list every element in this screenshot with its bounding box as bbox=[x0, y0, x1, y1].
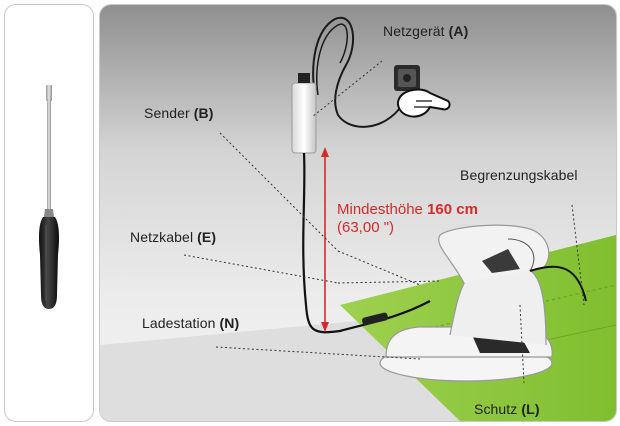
hand-plug-icon bbox=[397, 88, 451, 118]
label-schutz: Schutz (L) bbox=[474, 401, 540, 417]
label-netzkabel: Netzkabel (E) bbox=[130, 229, 217, 245]
tool-panel bbox=[4, 4, 94, 422]
min-height-imperial: (63,00 ") bbox=[337, 219, 395, 236]
charging-station bbox=[379, 224, 553, 382]
leader-lines bbox=[183, 60, 585, 384]
label-ladestation: Ladestation (N) bbox=[142, 315, 240, 331]
min-height-line: Mindesthöhe 160 cm bbox=[337, 201, 478, 218]
label-netzgeraet: Netzgerät (A) bbox=[383, 23, 469, 39]
wall-outlet-icon bbox=[394, 65, 420, 91]
label-begrenzungskabel: Begrenzungskabel bbox=[460, 167, 578, 183]
installation-diagram: Netzgerät (A) Sender (B) Begrenzungskabe… bbox=[99, 4, 617, 422]
min-height-note: Mindesthöhe 160 cm (63,00 ") bbox=[337, 201, 478, 237]
installation-scene bbox=[100, 5, 616, 421]
height-arrow bbox=[321, 147, 329, 332]
screwdriver-icon bbox=[39, 85, 59, 309]
sender-unit bbox=[291, 73, 317, 154]
label-sender: Sender (B) bbox=[144, 105, 214, 121]
